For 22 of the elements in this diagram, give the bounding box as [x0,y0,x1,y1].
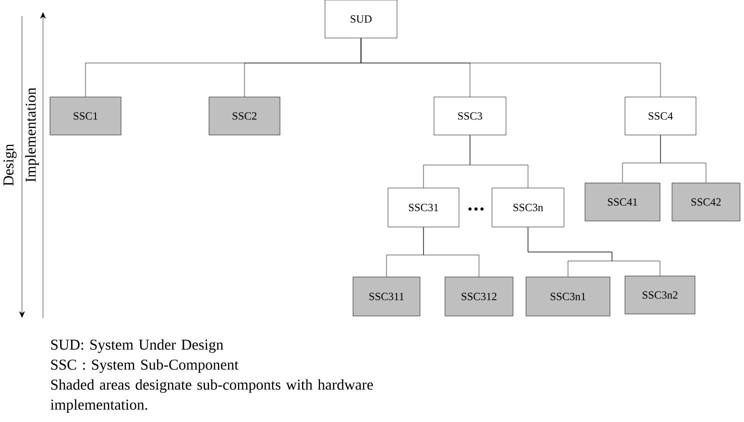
connector-line [660,135,706,183]
connector-line [360,38,661,97]
legend-note: SSC : System Sub-Component [51,359,238,373]
component-box: SSC3n [492,188,564,228]
connector-line [423,227,480,277]
shaded-box: SSC3n1 [526,276,610,316]
shaded-box: SSC2 [208,96,280,136]
shaded-box: SSC42 [672,182,740,222]
axis-label: Design [3,144,17,186]
shaded-box: SSC312 [444,276,514,316]
component-box: SSC31 [388,188,460,228]
connector-line [470,135,528,188]
shaded-box: SSC1 [50,96,122,136]
shaded-box: SSC311 [352,276,420,316]
shaded-box: SSC41 [584,182,660,222]
shaded-box: SSC3n2 [624,276,696,314]
component-box: SSC3 [434,96,506,136]
component-box: SUD [324,0,398,38]
connector-line [528,227,660,276]
legend-note: SUD: System Under Design [51,339,224,353]
legend-note: Shaded areas designate sub-componts with hardware implementation. [50,379,373,413]
component-box: SSC4 [624,96,696,136]
